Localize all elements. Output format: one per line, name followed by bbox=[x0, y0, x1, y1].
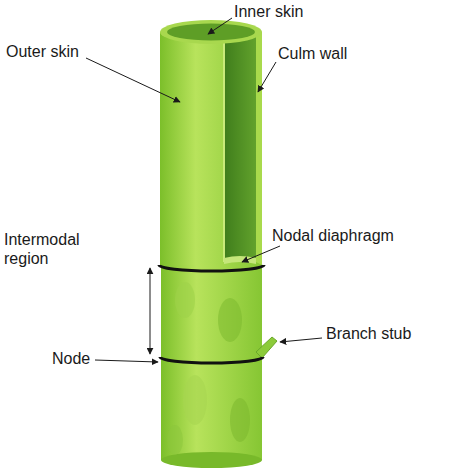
lower-culm bbox=[161, 265, 262, 468]
leader-lines bbox=[86, 18, 322, 362]
node-ring bbox=[160, 357, 263, 363]
part-label: Inner skin bbox=[234, 2, 303, 21]
upper-culm bbox=[160, 20, 262, 265]
part-label: Outer skin bbox=[6, 42, 79, 61]
part-label: Nodal diaphragm bbox=[272, 226, 394, 245]
nodal-diaphragm bbox=[224, 256, 256, 264]
part-label: Branch stub bbox=[326, 324, 411, 343]
branch-stub bbox=[256, 337, 277, 358]
part-label: Culm wall bbox=[278, 44, 347, 63]
part-label: Node bbox=[52, 349, 90, 368]
part-label: Intermodal region bbox=[4, 230, 116, 268]
node-ring bbox=[159, 265, 264, 271]
